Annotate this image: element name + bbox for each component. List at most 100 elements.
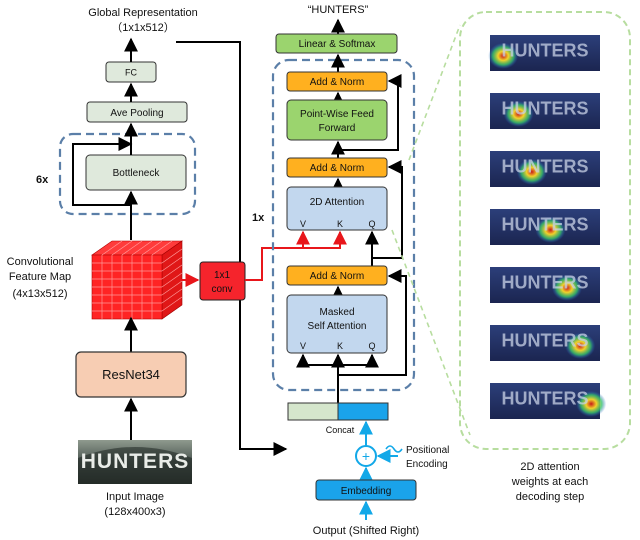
zoom-line-top [408, 24, 461, 161]
attention-step-word: HUNTERS [501, 41, 588, 61]
embedding-box [315, 479, 417, 501]
feature-map-cube [91, 240, 183, 320]
feature-map-grid-line [161, 256, 183, 272]
positional-label-line2: Encoding [406, 459, 448, 470]
feature-map-grid-line [111, 240, 133, 256]
bottleneck-residual-loop [72, 137, 133, 206]
linear-softmax-box [275, 33, 398, 54]
ffn-box [286, 99, 388, 141]
branch-to-v [296, 353, 338, 368]
attention-step-image: HUNTERS [490, 93, 600, 129]
bottleneck-label: Bottleneck [113, 168, 161, 179]
feature-map-grid-line [161, 264, 183, 280]
branch-to-q [338, 353, 379, 368]
feature-map-grid-line [161, 288, 183, 304]
attention-step-image: HUNTERS [490, 383, 607, 419]
fc-label: FC [125, 68, 137, 78]
input-image-dims: (128x400x3) [104, 506, 165, 518]
conv-label-line1: 1x1 [214, 270, 231, 281]
attention-2d-label: 2D Attention [310, 197, 364, 208]
attention-caption-line1: 2D attention [520, 461, 579, 473]
attention-steps: HUNTERS HUNTERS HUNTERS HUNTERS HUNTERS HUNTE… [488, 35, 607, 419]
attention-heat-spot [565, 332, 596, 359]
masked-attention-label-line2: Self Attention [308, 321, 367, 332]
arrow-conv-to-attention [245, 230, 347, 281]
attention-heat-spot [488, 42, 519, 69]
input-image: HUNTERS [78, 440, 192, 484]
feature-map-grid-line [161, 272, 183, 288]
feature-map-grid-line [121, 240, 143, 256]
positional-label-line1: Positional [406, 445, 449, 456]
feature-map-grid-line [131, 240, 153, 256]
conv-label-line2: conv [211, 284, 232, 295]
ffn-label-line2: Forward [319, 123, 356, 134]
bottleneck-box [85, 154, 187, 191]
resnet-box [75, 351, 187, 398]
ffn-residual [338, 74, 402, 151]
attention-step-image: HUNTERS [490, 325, 600, 361]
encoder-repeat-label: 6x [36, 174, 49, 186]
feature-map-label-line1: Convolutional [7, 256, 74, 268]
attention-heat-spot [552, 274, 582, 301]
attention-step-image: HUNTERS [488, 35, 600, 71]
attention-heat-spot [516, 158, 547, 185]
attention-step-word: HUNTERS [501, 99, 588, 119]
masked-attention-v: V [300, 341, 306, 351]
output-word: “HUNTERS” [308, 4, 369, 16]
attention-panel [459, 11, 631, 450]
add-norm-top-label: Add & Norm [310, 77, 364, 88]
feature-map-grid-line [151, 240, 173, 256]
attention-step-word: HUNTERS [501, 331, 588, 351]
decoder-repeat-label: 1x [252, 212, 265, 224]
ffn-label-line1: Point-Wise Feed [300, 109, 374, 120]
embedding-label: Embedding [341, 486, 392, 497]
concat-embedding-part [337, 402, 389, 421]
attention-2d-k: K [337, 219, 343, 229]
attention-step-word: HUNTERS [501, 215, 588, 235]
attention-heat-spot [576, 390, 607, 417]
zoom-line-bottom [391, 229, 471, 436]
attention-step-image: HUNTERS [490, 267, 600, 303]
add-norm-mid-box [286, 157, 388, 178]
feature-map-label-line3: (4x13x512) [12, 288, 67, 300]
output-shifted-label: Output (Shifted Right) [313, 525, 419, 537]
feature-map-grid-line [161, 248, 183, 264]
attention-2d-q: Q [368, 219, 375, 229]
attention-residual [372, 160, 403, 259]
feature-map-grid-line [101, 240, 123, 256]
masked-attention-box [286, 294, 388, 354]
attention-step-word: HUNTERS [501, 389, 588, 409]
attention-heat-spot [535, 216, 566, 243]
arrow-global-to-concat [176, 41, 288, 456]
feature-map-label-line2: Feature Map [9, 271, 71, 283]
masked-residual [338, 269, 407, 376]
attention-step-bg [490, 267, 600, 303]
attention-caption-line2: weights at each [511, 476, 588, 488]
attention-step-image: HUNTERS [490, 151, 600, 187]
attention-step-image: HUNTERS [490, 209, 600, 245]
attention-2d-box [286, 186, 388, 231]
add-norm-top-box [286, 71, 388, 92]
add-norm-bottom-label: Add & Norm [310, 271, 364, 282]
global-rep-title: Global Representation [88, 7, 197, 19]
feature-map-grid-line [161, 280, 183, 296]
masked-attention-label-line1: Masked [319, 307, 354, 318]
input-image-label: Input Image [106, 491, 164, 503]
feature-map-grid-line [161, 296, 183, 312]
attention-step-word: HUNTERS [501, 273, 588, 293]
masked-attention-k: K [337, 341, 343, 351]
concat-label: Concat [326, 425, 355, 435]
resnet-label: ResNet34 [102, 367, 160, 382]
ave-pooling-box [86, 101, 188, 123]
attention-caption-line3: decoding step [516, 491, 585, 503]
add-norm-bottom-box [286, 265, 388, 286]
masked-attention-q: Q [368, 341, 375, 351]
feature-map-grid-line [141, 240, 163, 256]
positional-plus: + [362, 448, 370, 464]
attention-heat-spot [503, 100, 534, 127]
positional-plus-circle [355, 445, 377, 467]
concat-global-part [287, 402, 339, 421]
linear-softmax-label: Linear & Softmax [299, 39, 376, 50]
attention-2d-v: V [300, 219, 306, 229]
